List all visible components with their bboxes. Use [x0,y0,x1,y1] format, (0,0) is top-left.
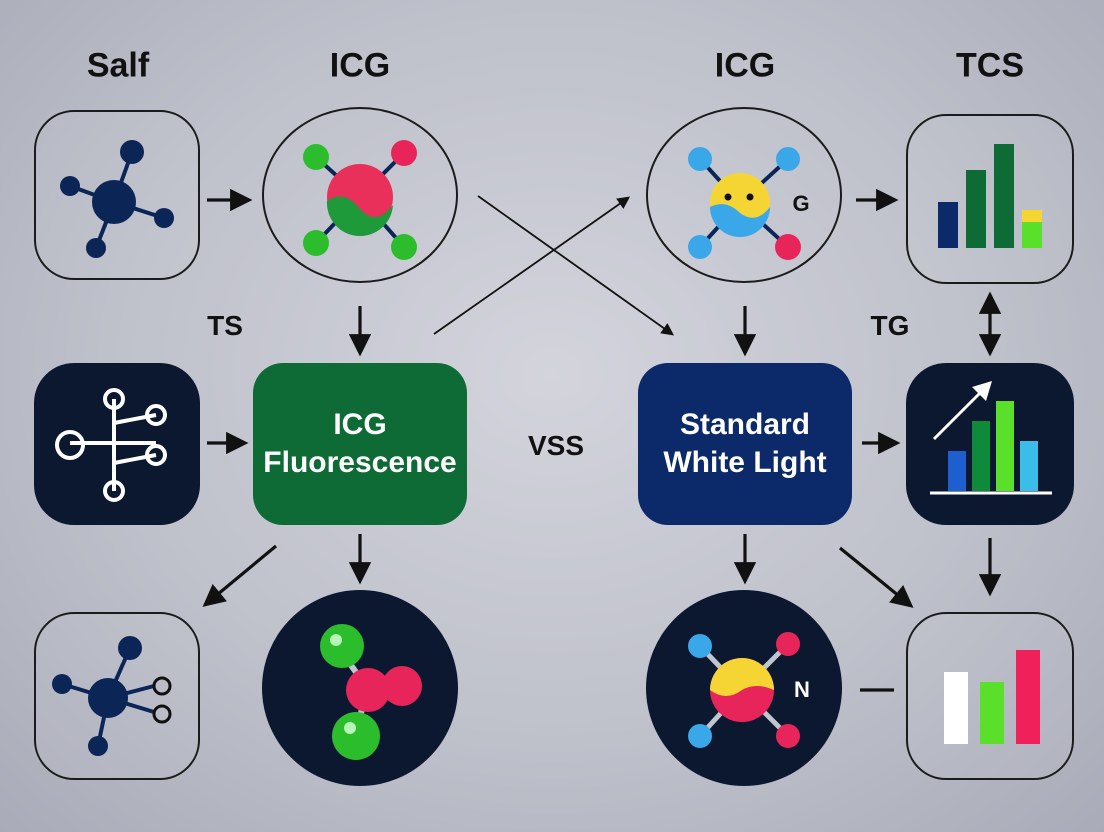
arrow-fluorescence-to-bottom-left [202,544,278,607]
trend-chart-tile [906,363,1074,525]
tcs-bar-chart-tile [906,114,1074,284]
label-vss: VSS [527,430,585,461]
white-light-line2: White Light [663,446,827,479]
icg-fluorescence-line1: ICG [333,408,387,441]
molecule-circle-dark-left [262,590,458,786]
label-tg: TG [870,310,910,341]
white-light-line1: Standard [679,408,811,441]
molecule-tile-bottom-left [34,612,200,780]
header-icg-right: ICG [714,46,776,85]
salf-molecule-icon [60,140,174,258]
label-ts: TS [207,310,243,341]
icg-molecule-circle-left [262,107,458,283]
bar-chart-tile-bottom [906,612,1074,780]
header-icg-left: ICG [329,46,391,85]
arrow-white-light-to-bar-chart [838,546,914,608]
molecule-bottom-left-icon [52,636,172,756]
trend-chart-icon [930,381,1052,495]
network-tile [34,363,200,525]
header-tcs: TCS [956,46,1024,85]
molecule-dark-left-icon [320,624,422,760]
icg-fluorescence-line2: Fluorescence [263,446,457,479]
molecule-label-n: N [794,677,810,702]
icg-molecule-icon-right [688,147,801,260]
molecule-dark-right-icon [688,632,800,748]
header-salf: Salf [86,46,150,85]
bar-chart-icon [938,144,1042,248]
icg-molecule-icon-left [303,140,417,260]
bar-chart-bottom-icon [944,650,1040,744]
icg-molecule-circle-right: G [646,107,842,283]
icg-molecule-label-g: G [792,191,810,216]
salf-molecule-tile [34,110,200,280]
arrow-icg-left-to-white-light [477,195,675,336]
molecule-circle-dark-right: N [646,590,842,786]
arrow-fluorescence-to-icg-right [433,196,631,335]
network-icon [55,388,167,502]
icg-fluorescence-box: ICG Fluorescence [253,363,467,525]
standard-white-light-box: Standard White Light [638,363,852,525]
